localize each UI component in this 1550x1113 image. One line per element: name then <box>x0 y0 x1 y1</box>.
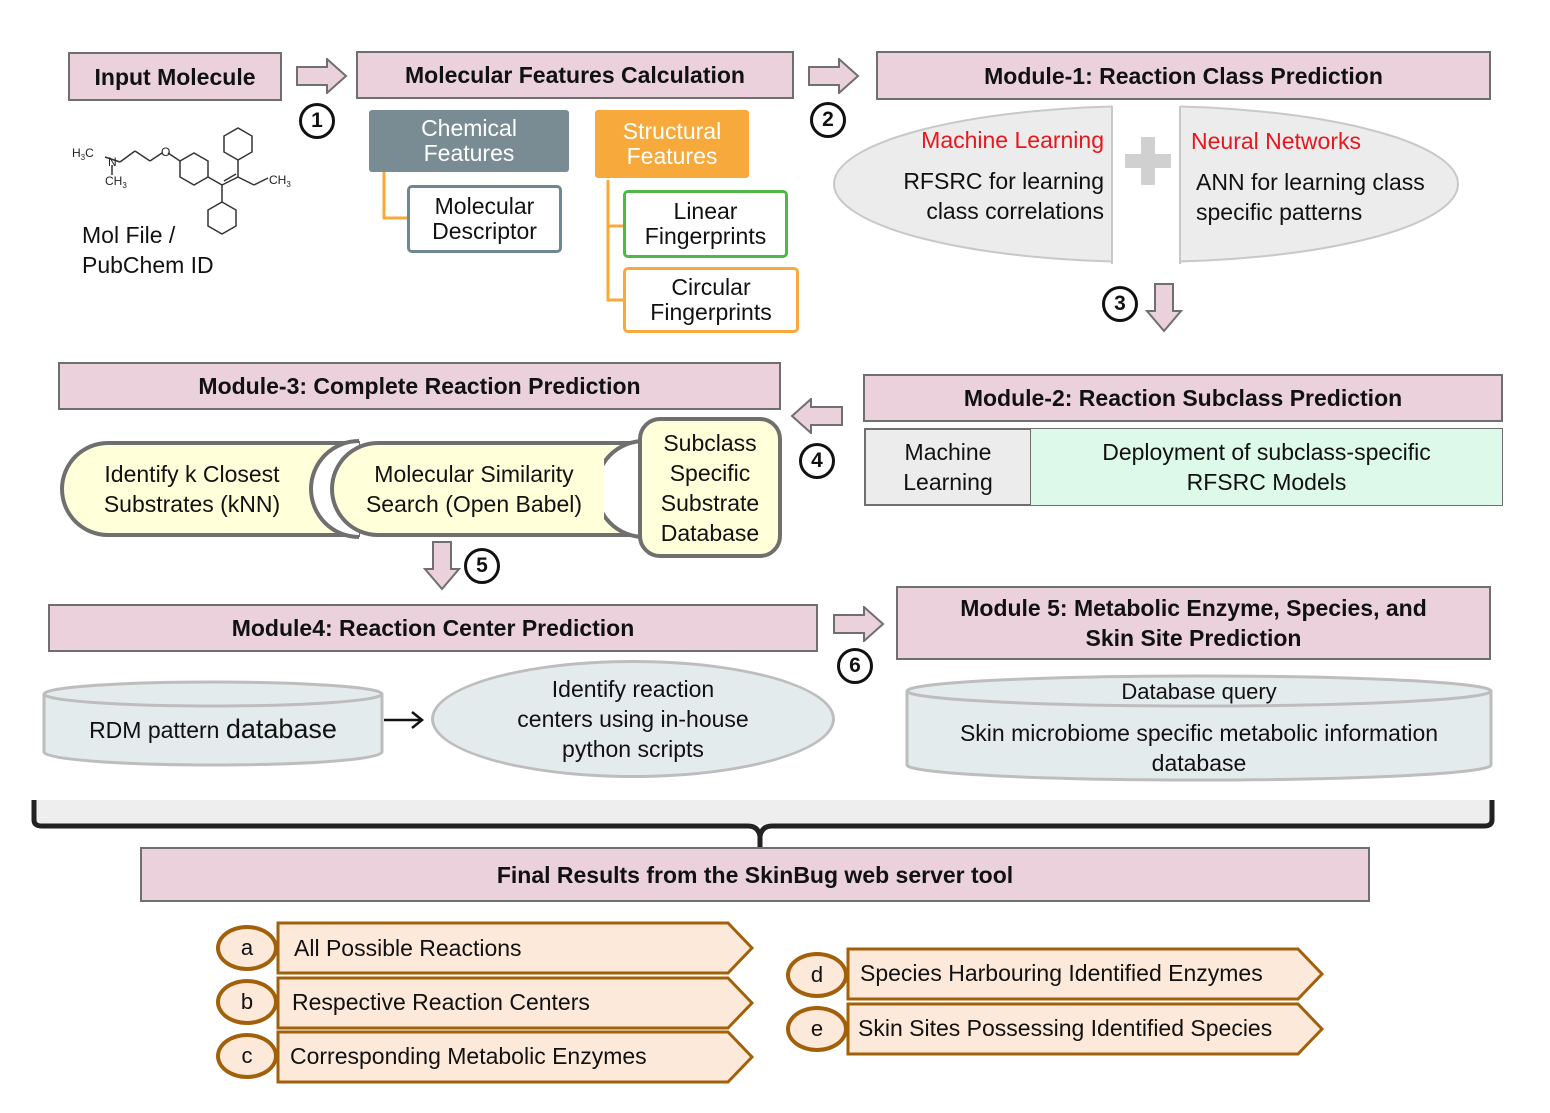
result-d-banner <box>846 947 1325 1001</box>
module2-title-box: Module-2: Reaction Subclass Prediction <box>863 374 1503 422</box>
step-1-badge: 1 <box>299 103 335 139</box>
step-4-badge: 4 <box>799 443 835 479</box>
result-b-banner <box>276 976 755 1030</box>
brace-icon <box>31 800 1495 854</box>
database-query-label: Database query <box>1121 679 1277 704</box>
module1-nn-text: Neural Networks ANN for learning class s… <box>1191 128 1425 225</box>
mol-file-caption: Mol File / PubChem ID <box>82 222 214 278</box>
final-results-title-box: Final Results from the SkinBug web serve… <box>140 847 1370 902</box>
svg-text:CH3: CH3 <box>269 173 291 189</box>
arrow-right-icon <box>808 58 860 94</box>
features-connectors <box>382 172 625 302</box>
module5-title-box: Module 5: Metabolic Enzyme, Species, and… <box>896 586 1491 660</box>
arrow-right-icon <box>296 58 348 94</box>
result-a-text: All Possible Reactions <box>294 935 522 961</box>
module1-title-box: Module-1: Reaction Class Prediction <box>876 51 1491 100</box>
skin-database-label: Skin microbiome specific metabolic infor… <box>959 720 1439 776</box>
step-5-badge: 5 <box>464 548 500 584</box>
result-a-badge: a <box>216 925 278 971</box>
result-d-badge: d <box>786 952 848 998</box>
module1-ml-text: Machine Learning RFSRC for learning clas… <box>903 127 1104 224</box>
result-a-banner <box>276 921 755 975</box>
brace-background <box>36 800 1492 825</box>
database-cylinder-icon <box>905 674 1493 782</box>
database-cylinder-icon <box>42 680 384 767</box>
svg-text:CH3: CH3 <box>105 174 127 190</box>
result-b-badge: b <box>216 979 278 1025</box>
molecule-structure-icon: H3C N CH3 O CH3 <box>72 127 291 235</box>
features-title-box: Molecular Features Calculation <box>356 51 794 99</box>
svg-text:O: O <box>161 145 170 159</box>
result-e-text: Skin Sites Possessing Identified Species <box>858 1015 1273 1041</box>
result-e-banner <box>846 1002 1325 1056</box>
arrow-down-icon <box>1145 283 1183 333</box>
input-molecule-title: Input Molecule <box>94 63 256 90</box>
svg-text:H3C: H3C <box>72 146 94 162</box>
step-2-badge: 2 <box>810 102 846 138</box>
arrow-down-icon <box>423 541 461 591</box>
result-e-badge: e <box>786 1006 848 1052</box>
arrow-right-icon <box>833 606 885 642</box>
result-b-text: Respective Reaction Centers <box>292 989 590 1015</box>
arrow-left-icon <box>790 398 843 434</box>
module4-title-box: Module4: Reaction Center Prediction <box>48 604 818 652</box>
similarity-pill-notch <box>604 439 645 539</box>
rdm-database-label: RDM pattern database <box>89 714 337 744</box>
plus-icon <box>1125 137 1171 185</box>
arrow-right-icon <box>384 711 425 729</box>
result-c-banner <box>276 1030 755 1084</box>
svg-text:N: N <box>108 155 117 169</box>
module3-title-box: Module-3: Complete Reaction Prediction <box>58 362 781 410</box>
result-c-badge: c <box>216 1033 278 1079</box>
step-6-badge: 6 <box>837 648 873 684</box>
result-c-text: Corresponding Metabolic Enzymes <box>290 1043 647 1069</box>
input-molecule-box: Input Molecule <box>68 52 282 101</box>
step-3-badge: 3 <box>1102 286 1138 322</box>
result-d-text: Species Harbouring Identified Enzymes <box>860 960 1263 986</box>
